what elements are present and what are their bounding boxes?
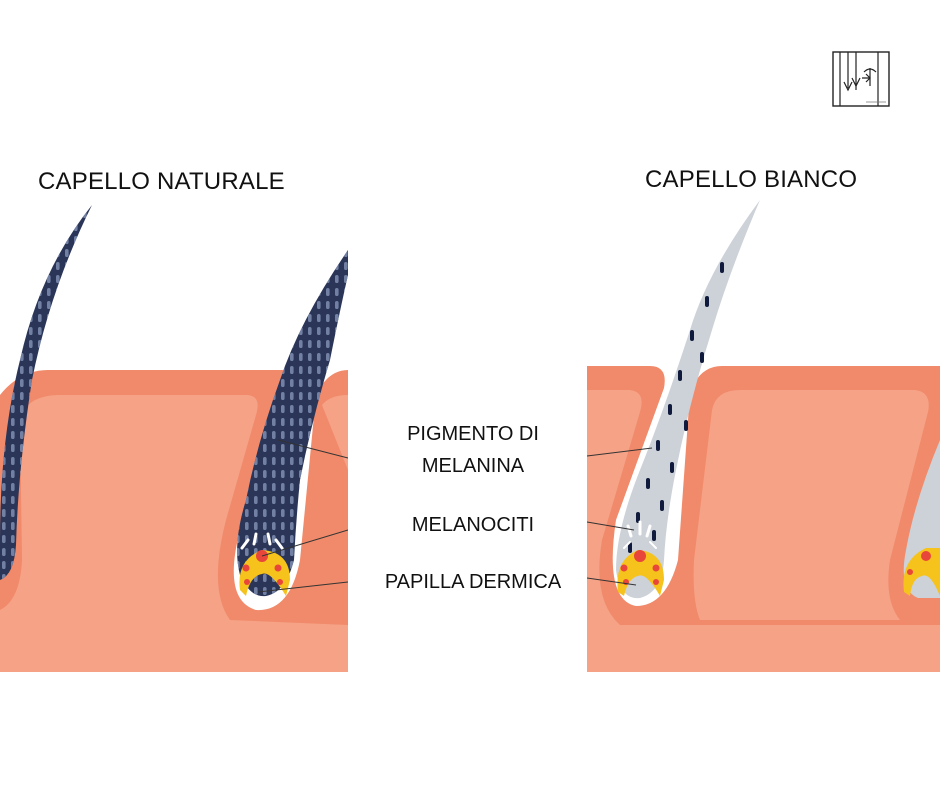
label-melanin-pigment-line1: PIGMENTO DI <box>407 423 539 445</box>
logo-icon <box>832 51 890 107</box>
skin-inner-right <box>587 390 940 672</box>
pointer-melanocytes-left <box>261 529 348 557</box>
natural-hair-panel <box>0 205 348 672</box>
pointer-melanocytes-right <box>587 521 635 531</box>
skin-inner-left <box>0 395 348 672</box>
label-melanin-pigment-line2: MELANINA <box>421 455 525 477</box>
dermal-papilla-natural <box>239 532 290 596</box>
pointer-papilla-left <box>257 581 348 593</box>
hair-shaft-grey <box>616 200 760 599</box>
label-melanocytes: MELANOCITI <box>411 514 535 536</box>
skin-inner-right-b <box>693 390 929 620</box>
sparse-pigment <box>628 262 724 553</box>
title-white-hair: CAPELLO BIANCO <box>645 166 858 193</box>
white-hair-panel <box>587 200 940 672</box>
skin-inner-left-b <box>322 395 348 470</box>
label-dermal-papilla: PAPILLA DERMICA <box>384 571 562 593</box>
pointer-pigment-right <box>587 447 653 457</box>
pointer-pigment-left <box>277 439 348 459</box>
title-natural-hair: CAPELLO NATURALE <box>38 168 285 195</box>
pointer-papilla-right <box>587 577 637 586</box>
dermal-papilla-edge <box>903 548 940 596</box>
label-melanin-pigment: PIGMENTO DI MELANINA <box>370 418 576 482</box>
